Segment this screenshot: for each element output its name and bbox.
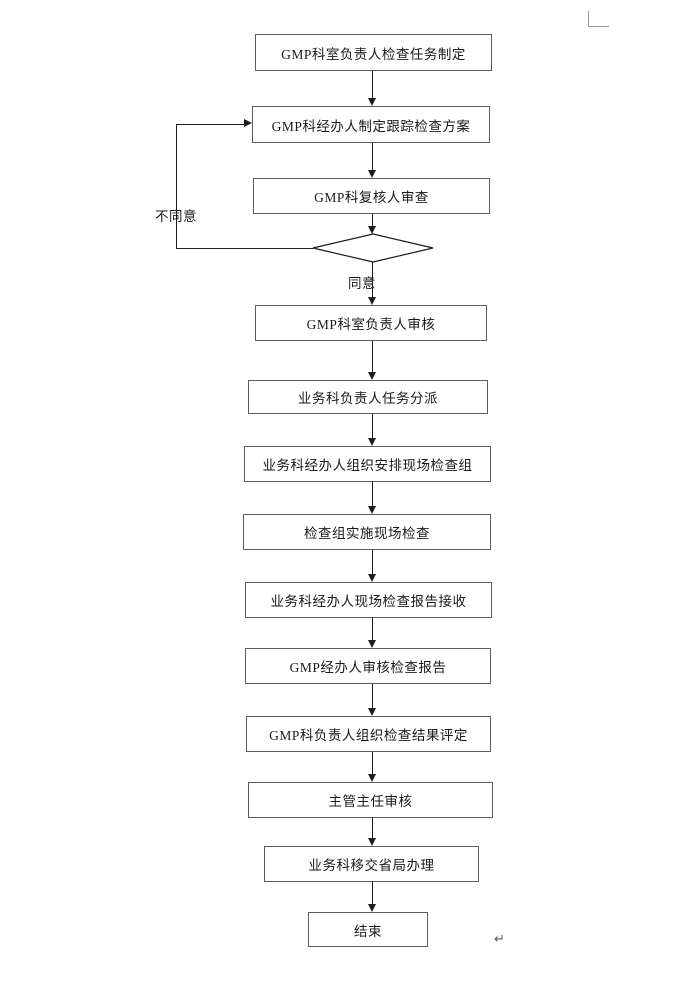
page-margin-corner-icon (588, 11, 609, 27)
arrowhead-n5-n6-icon (368, 438, 376, 446)
connector-feedback-vertical (176, 124, 177, 249)
connector-decision-n4 (372, 262, 373, 297)
connector-n6-n7 (372, 482, 373, 506)
arrowhead-n10-n11-icon (368, 774, 376, 782)
connector-feedback-to-n2 (176, 124, 244, 125)
node-label: 业务科移交省局办理 (308, 858, 435, 873)
connector-feedback-horizontal (176, 248, 313, 249)
connector-n8-n9 (372, 618, 373, 640)
node-label: GMP科经办人制定跟踪检查方案 (271, 118, 471, 134)
arrowhead-n8-n9-icon (368, 640, 376, 648)
connector-n7-n8 (372, 550, 373, 574)
connector-n11-n12 (372, 818, 373, 838)
terminal-node-end[interactable]: 结束 (308, 912, 428, 947)
connector-n10-n11 (372, 752, 373, 774)
connector-n9-n10 (372, 684, 373, 708)
node-label: GMP科负责人组织检查结果评定 (269, 728, 468, 743)
process-node-report-audit[interactable]: GMP经办人审核检查报告 (245, 648, 491, 684)
connector-n3-decision (372, 214, 373, 226)
process-node-gmp-task-definition[interactable]: GMP科室负责人检查任务制定 (255, 34, 492, 71)
process-node-onsite-inspection[interactable]: 检查组实施现场检查 (243, 514, 491, 550)
node-label: 主管主任审核 (328, 794, 413, 809)
arrowhead-n12-n13-icon (368, 904, 376, 912)
process-node-gmp-head-review[interactable]: GMP科室负责人审核 (255, 305, 487, 341)
node-label: GMP科室负责人检查任务制定 (281, 46, 466, 62)
node-label: GMP经办人审核检查报告 (289, 660, 447, 675)
arrowhead-n11-n12-icon (368, 838, 376, 846)
connector-n12-n13 (372, 882, 373, 904)
arrowhead-n4-n5-icon (368, 372, 376, 380)
process-node-onsite-team-arrange[interactable]: 业务科经办人组织安排现场检查组 (244, 446, 491, 482)
node-label: GMP科室负责人审核 (306, 317, 436, 332)
arrowhead-n2-n3-icon (368, 170, 376, 178)
node-label: 业务科负责人任务分派 (298, 391, 438, 406)
paragraph-mark-icon: ↵ (494, 932, 505, 947)
connector-n1-n2 (372, 71, 373, 98)
connector-n4-n5 (372, 341, 373, 372)
edge-label-agree: 同意 (348, 276, 376, 291)
arrowhead-n1-n2-icon (368, 98, 376, 106)
process-node-business-head-assign[interactable]: 业务科负责人任务分派 (248, 380, 488, 414)
arrowhead-decision-n4-icon (368, 297, 376, 305)
arrowhead-n3-decision-icon (368, 226, 376, 234)
arrowhead-n6-n7-icon (368, 506, 376, 514)
process-node-result-evaluation[interactable]: GMP科负责人组织检查结果评定 (246, 716, 491, 752)
process-node-gmp-reviewer-check[interactable]: GMP科复核人审查 (253, 178, 490, 214)
process-node-report-reception[interactable]: 业务科经办人现场检查报告接收 (245, 582, 492, 618)
node-label: 业务科经办人组织安排现场检查组 (262, 458, 473, 473)
node-label: 业务科经办人现场检查报告接收 (270, 594, 467, 609)
process-node-transfer-provincial[interactable]: 业务科移交省局办理 (264, 846, 479, 882)
edge-label-disagree: 不同意 (155, 209, 197, 224)
arrowhead-n7-n8-icon (368, 574, 376, 582)
node-label: 结束 (354, 923, 382, 939)
node-label: 检查组实施现场检查 (304, 526, 430, 541)
node-label: GMP科复核人审查 (314, 190, 429, 205)
arrowhead-n9-n10-icon (368, 708, 376, 716)
decision-node-approval[interactable] (312, 233, 434, 263)
process-node-director-review[interactable]: 主管主任审核 (248, 782, 493, 818)
diamond-shape-icon (312, 233, 434, 263)
arrowhead-feedback-n2-icon (244, 119, 252, 127)
connector-n2-n3 (372, 143, 373, 170)
process-node-gmp-plan-drafting[interactable]: GMP科经办人制定跟踪检查方案 (252, 106, 490, 143)
connector-n5-n6 (372, 414, 373, 438)
